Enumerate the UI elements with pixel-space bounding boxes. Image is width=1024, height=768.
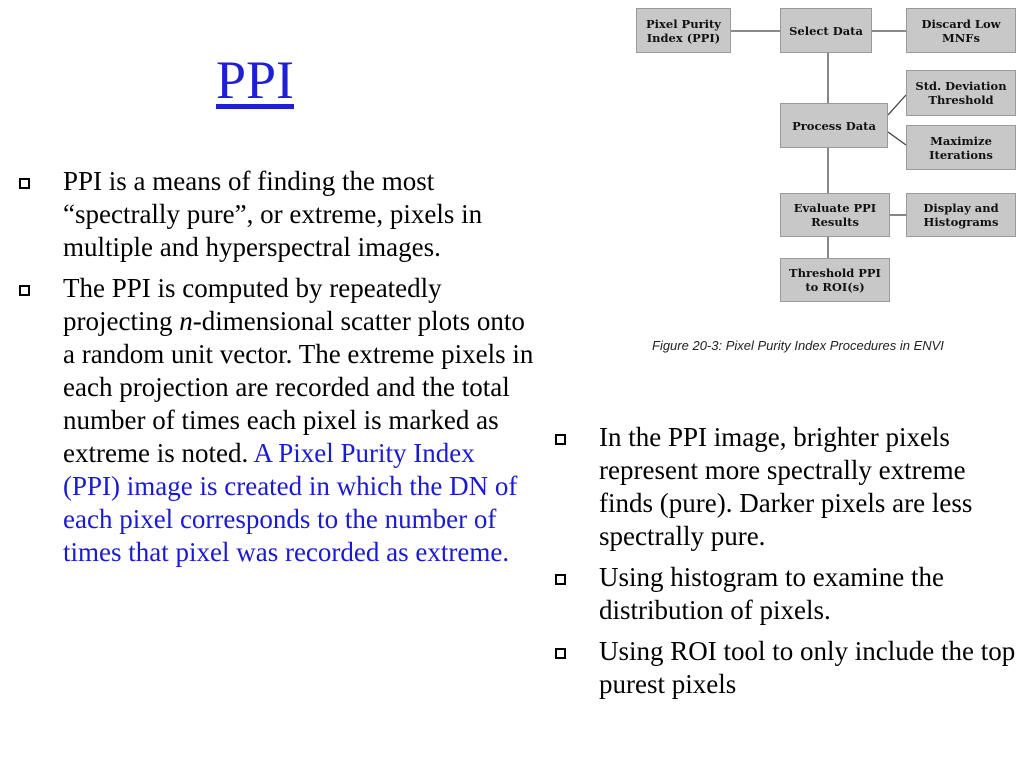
square-bullet-icon [19,178,30,189]
ppi-flowchart: Pixel Purity Index (PPI) Select Data Dis… [620,0,1024,370]
node-process-data: Process Data [780,103,888,148]
connector-line [887,131,907,146]
figure-caption: Figure 20-3: Pixel Purity Index Procedur… [652,338,944,353]
square-bullet-icon [555,648,566,659]
right-bullet-list: In the PPI image, brighter pixels repres… [546,421,1016,709]
node-select-data: Select Data [780,8,872,53]
left-bullet-list: PPI is a means of finding the most “spec… [10,165,535,577]
slide-title: PPI [215,50,295,110]
bullet-item: Using ROI tool to only include the top p… [546,635,1016,701]
node-maximize-iterations: Maximize Iterations [906,125,1016,170]
bullet-item: In the PPI image, brighter pixels repres… [546,421,1016,553]
connector-line [887,94,907,116]
flowchart-connectors [730,30,907,258]
bullet-item: PPI is a means of finding the most “spec… [10,165,535,264]
node-display-histograms: Display and Histograms [906,193,1016,237]
bullet-highlight-text: A Pixel Purity Index (PPI) image is crea… [63,438,518,567]
bullet-item: The PPI is computed by repeatedly projec… [10,272,535,569]
bullet-italic-n: n [179,306,193,336]
square-bullet-icon [555,574,566,585]
bullet-text: -dimensional scatter plots onto a random… [63,306,534,468]
bullet-text: Using ROI tool to only include the top p… [599,636,1016,699]
bullet-text: Using histogram to examine the distribut… [599,562,944,625]
node-discard-low-mnfs: Discard Low MNFs [906,8,1016,53]
node-std-deviation: Std. Deviation Threshold [906,70,1016,116]
square-bullet-icon [555,434,566,445]
square-bullet-icon [19,285,30,296]
bullet-text: The PPI is computed by repeatedly projec… [63,273,442,336]
node-evaluate-results: Evaluate PPI Results [780,193,890,237]
bullet-item: Using histogram to examine the distribut… [546,561,1016,627]
bullet-text: In the PPI image, brighter pixels repres… [599,422,973,551]
bullet-text: PPI is a means of finding the most “spec… [63,166,483,262]
node-threshold-roi: Threshold PPI to ROI(s) [780,258,890,302]
node-ppi: Pixel Purity Index (PPI) [636,8,731,53]
